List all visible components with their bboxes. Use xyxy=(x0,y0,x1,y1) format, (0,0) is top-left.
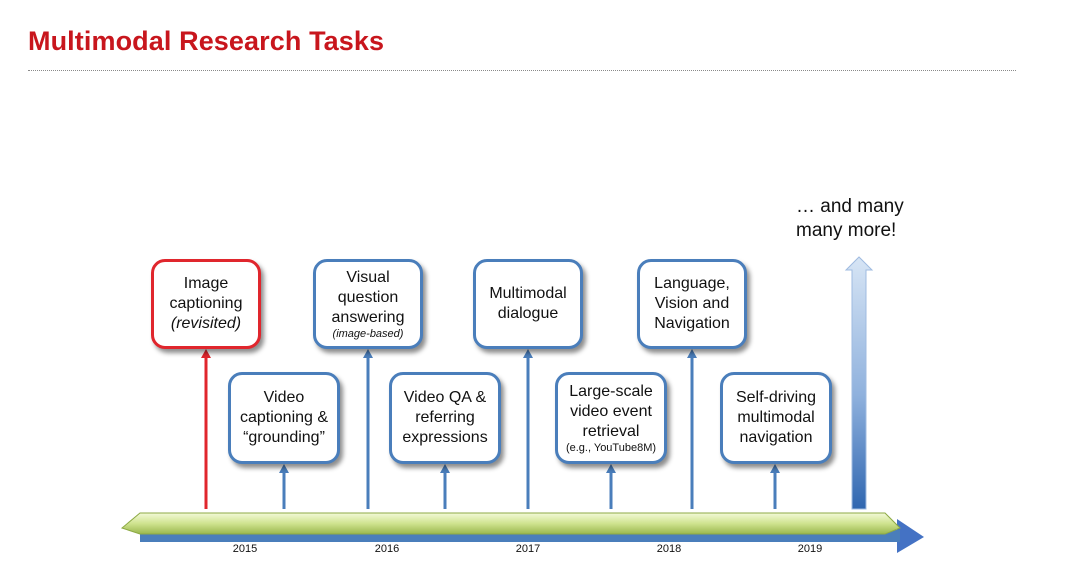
arrow-image-captioning xyxy=(201,349,211,509)
year-label-2017: 2017 xyxy=(515,543,541,555)
arrow-video-retrieval xyxy=(606,464,616,509)
arrow-self-driving xyxy=(770,464,780,509)
title-divider xyxy=(28,70,1016,71)
arrow-vqa xyxy=(363,349,373,509)
arrow-video-captioning xyxy=(279,464,289,509)
year-label-2015: 2015 xyxy=(232,543,258,555)
box-video-qa: Video QA & referring expressions xyxy=(389,372,501,464)
box-language-vision-navigation: Language, Vision and Navigation xyxy=(637,259,747,349)
box-multimodal-dialogue: Multimodal dialogue xyxy=(473,259,583,349)
box-video-captioning: Video captioning & “grounding” xyxy=(228,372,340,464)
many-more-label: … and many many more! xyxy=(796,196,904,241)
arrow-language-vision-navigation xyxy=(687,349,697,509)
slide-title: Multimodal Research Tasks xyxy=(28,26,385,56)
year-label-2016: 2016 xyxy=(374,543,400,555)
arrow-video-qa xyxy=(440,464,450,509)
box-self-driving: Self-driving multimodal navigation xyxy=(720,372,832,464)
box-image-captioning: Image captioning (revisited) xyxy=(151,259,261,349)
box-vqa: Visual question answering (image-based) xyxy=(313,259,423,349)
box-video-retrieval: Large-scale video event retrieval (e.g.,… xyxy=(555,372,667,464)
year-label-2019: 2019 xyxy=(797,543,823,555)
connector-arrows xyxy=(201,349,780,509)
year-label-2018: 2018 xyxy=(656,543,682,555)
timeline-bar xyxy=(120,512,924,553)
many-more-arrow xyxy=(844,256,874,510)
arrow-multimodal-dialogue xyxy=(523,349,533,509)
